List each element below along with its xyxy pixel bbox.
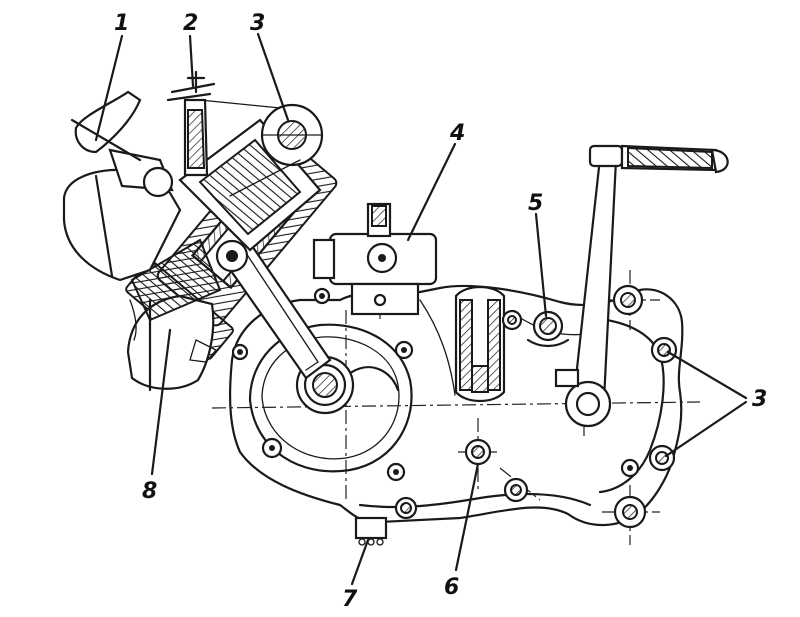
leader-8 xyxy=(150,328,172,476)
bolt xyxy=(394,340,414,360)
bolt xyxy=(613,495,647,529)
gear-shaft xyxy=(454,285,506,403)
leader-3-right-a xyxy=(666,350,748,400)
leader-2 xyxy=(188,34,195,88)
leader-3-right-b xyxy=(664,400,748,458)
callout-label-5: 5 xyxy=(528,191,543,216)
valve-housing xyxy=(312,202,438,316)
bolt xyxy=(313,287,331,305)
callout-label-3-right: 3 xyxy=(752,387,767,412)
bolt xyxy=(620,458,640,478)
bolt xyxy=(648,444,676,472)
bolt xyxy=(464,438,492,466)
leader-1 xyxy=(94,34,124,142)
bolts xyxy=(231,284,678,529)
leader-7 xyxy=(350,538,370,586)
carburettor xyxy=(62,90,182,282)
callout-label-6: 6 xyxy=(444,575,459,600)
kickstart-lever xyxy=(554,144,729,428)
bolt xyxy=(612,284,644,316)
leader-lines xyxy=(94,32,748,586)
leader-5 xyxy=(534,212,548,318)
callout-labels: 1 2 3 4 5 3 6 7 8 xyxy=(114,11,767,612)
callout-label-1: 1 xyxy=(114,11,129,36)
drain-plug xyxy=(354,516,388,546)
leader-3-top xyxy=(256,32,290,122)
bolt xyxy=(394,496,418,520)
generator xyxy=(126,238,222,392)
leader-6 xyxy=(454,462,480,572)
callout-label-7: 7 xyxy=(342,587,358,612)
callout-label-4: 4 xyxy=(449,121,465,146)
callout-label-2: 2 xyxy=(183,11,198,36)
connecting-rod xyxy=(215,238,332,380)
bolt xyxy=(261,437,283,459)
bolt xyxy=(501,309,523,331)
bolt xyxy=(386,462,406,482)
bolt xyxy=(503,477,529,503)
callout-label-8: 8 xyxy=(142,479,157,504)
bolt xyxy=(231,343,249,361)
leader-4 xyxy=(406,142,457,242)
bolt xyxy=(650,336,678,364)
callout-label-3-top: 3 xyxy=(250,11,265,36)
top-pulley xyxy=(199,99,324,197)
detent-spring xyxy=(526,310,570,348)
